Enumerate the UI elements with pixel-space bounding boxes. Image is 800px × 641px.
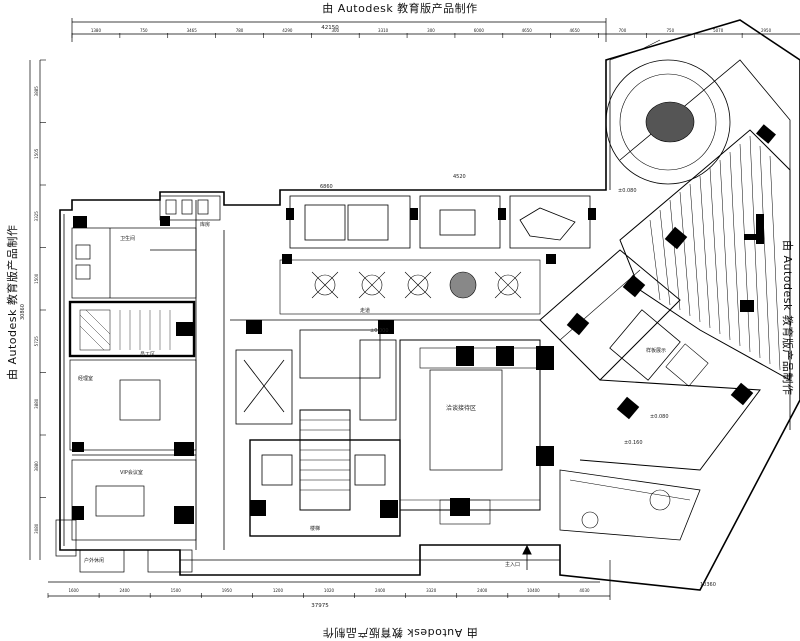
top-dimension-segment: 4650 (570, 28, 581, 33)
left-dimension-segment: 3080 (34, 523, 39, 534)
bottom-total-dimension: 37975 (311, 603, 329, 609)
top-sub-dimension-2: 4520 (453, 174, 466, 180)
top-dimension-segment: 1380 (91, 28, 102, 33)
entrance-arrow (522, 544, 532, 570)
top-dimension-segment: 700 (619, 28, 627, 33)
top-dimension-segment: 750 (667, 28, 675, 33)
round-terrace (605, 39, 731, 190)
bottom-dimension-segment: 1500 (171, 588, 182, 593)
left-dimension-segment: 1505 (34, 148, 39, 159)
bottom-dimension-segment: 1020 (324, 588, 335, 593)
diagonal-wing (539, 249, 761, 541)
top-dimension-segment: 2950 (761, 28, 772, 33)
left-dimension-segment: 3325 (34, 211, 39, 222)
room-stair-label: 楼梯 (310, 525, 320, 532)
level-main: ±0.000 (370, 328, 389, 334)
bottom-right-dimension: 10360 (700, 582, 716, 588)
central-hall (399, 339, 541, 525)
room-outdoor-label: 户外休闲 (84, 557, 104, 564)
room-storage-label: 库房 (200, 221, 210, 228)
bottom-dimension-line (48, 560, 611, 600)
left-offices (55, 359, 197, 573)
bottom-dimension-segment: 1600 (68, 588, 79, 593)
room-toilet-label: 卫生间 (120, 235, 135, 242)
bottom-dimension-segment: 1950 (222, 588, 233, 593)
top-dimension-segment: 780 (236, 28, 244, 33)
watermark-left: 由 Autodesk 教育版产品制作 (6, 224, 19, 380)
watermark-right: 由 Autodesk 教育版产品制作 (781, 240, 794, 396)
watermark-bottom: 由 Autodesk 教育版产品制作 (322, 626, 478, 639)
display-rooms (289, 195, 591, 249)
watermark-top: 由 Autodesk 教育版产品制作 (322, 2, 478, 15)
mid-partitions (180, 200, 560, 576)
terrace-deck (619, 129, 791, 381)
room-corridor-label: 走道 (360, 307, 370, 314)
top-dimension-segment: 750 (140, 28, 148, 33)
bottom-dimension-segment: 2400 (375, 588, 386, 593)
stair-core (249, 409, 401, 537)
left-stair (68, 300, 196, 358)
top-dimension-segment: 300 (427, 28, 435, 33)
top-dimension-segment: 3310 (378, 28, 389, 33)
room-hall-label: 洽谈接待区 (446, 404, 476, 412)
top-dimension-segment: 4650 (522, 28, 533, 33)
left-dimension-segment: 3885 (34, 86, 39, 97)
cafe-tables (279, 259, 541, 315)
bottom-dimension-segment: 2400 (120, 588, 131, 593)
room-entrance-label: 主入口 (505, 561, 520, 568)
room-meeting-label: VIP会议室 (120, 469, 143, 476)
room-staff-label: 员工区 (140, 352, 155, 358)
left-dimension-segment: 5725 (34, 336, 39, 347)
room-sample-label: 样板展示 (646, 347, 666, 354)
bottom-dimension-segment: 1200 (273, 588, 284, 593)
bottom-dimension-segment: 10400 (527, 588, 540, 593)
top-dimension-segment: 300 (331, 28, 339, 33)
bottom-dimension-segment: 3320 (426, 588, 437, 593)
structural-columns (72, 124, 776, 524)
toilet-block (71, 195, 221, 299)
top-sub-dimension: 6860 (320, 184, 333, 190)
room-office-label: 经理室 (78, 375, 93, 382)
left-dimension-line (29, 60, 41, 560)
level-hall: ±0.160 (624, 440, 643, 446)
left-dimension-segment: 3880 (34, 461, 39, 472)
left-dimension-segment: 3880 (34, 398, 39, 409)
left-dimension-segment: 1500 (34, 273, 39, 284)
top-dimension-segment: 4290 (282, 28, 293, 33)
top-total-dimension: 42150 (321, 25, 339, 31)
top-dimension-line (71, 18, 800, 42)
top-dimension-segment: 3465 (187, 28, 198, 33)
top-dimension-segment: 6000 (474, 28, 485, 33)
left-total-dimension: 30860 (20, 304, 26, 320)
level-terrace: ±0.080 (618, 188, 637, 194)
bottom-dimension-segment: 4030 (579, 588, 590, 593)
bottom-dimension-segment: 2400 (477, 588, 488, 593)
level-side: ±0.080 (650, 414, 669, 420)
top-dimension-segment: 5070 (713, 28, 724, 33)
